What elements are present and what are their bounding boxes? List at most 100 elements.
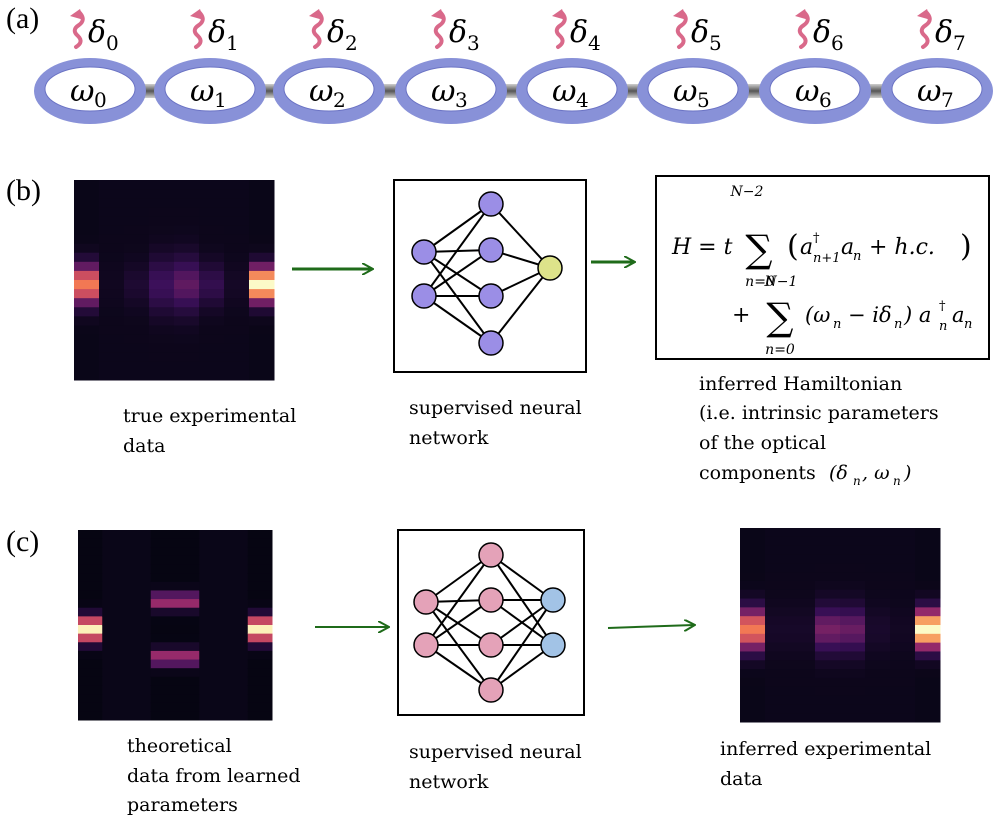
delta-sub-5: 5 — [709, 31, 722, 55]
caption-b-mid-line2: network — [409, 427, 489, 449]
heatmap-cell — [174, 261, 200, 272]
heatmap-cell — [149, 252, 175, 263]
heatmap-cell — [247, 581, 273, 591]
heatmap-cell — [124, 243, 150, 254]
heatmap-cell — [149, 334, 175, 345]
heatmap-cell — [174, 207, 200, 217]
heatmap-cell — [102, 676, 127, 686]
heatmap-cell — [740, 536, 766, 547]
heatmap-cell — [199, 252, 225, 263]
heatmap-cell — [174, 180, 200, 190]
heatmap-cell — [74, 234, 100, 245]
heatmap-cell — [74, 252, 100, 263]
heatmap-cell — [223, 694, 249, 704]
heatmap-cell — [249, 180, 275, 190]
omega-label-0: ω — [70, 74, 94, 109]
caption-b-mid: supervised neural network — [409, 397, 582, 449]
heatmap-cell — [175, 590, 200, 600]
heatmap-cell — [740, 528, 766, 538]
heatmap-cell — [150, 633, 176, 643]
heatmap-cell — [765, 607, 791, 617]
heatmap-cell — [102, 599, 127, 609]
heatmap-cell — [199, 261, 225, 272]
heatmap-cell — [865, 528, 891, 538]
heatmap-cell — [865, 589, 891, 600]
nn-edge — [423, 251, 492, 344]
heatmap-cell — [99, 261, 125, 272]
heatmap-cell — [740, 580, 766, 591]
heatmap-cell — [78, 616, 103, 626]
heatmap-cell — [126, 538, 152, 548]
heatmap-cell — [840, 713, 866, 723]
heatmap-cell — [174, 252, 200, 263]
nn-node — [537, 255, 563, 281]
eq-sub-n-a2: n — [939, 319, 947, 334]
heatmap-cell — [765, 660, 791, 670]
heatmap-cell — [840, 545, 866, 555]
heatmap-cell — [223, 685, 249, 695]
heatmap-cell — [790, 669, 816, 679]
heatmap-cell — [790, 695, 816, 705]
heatmap-cell — [224, 252, 250, 263]
heatmap-cell — [249, 198, 275, 208]
heatmap-cell — [126, 573, 152, 583]
heatmap-cell — [74, 298, 100, 308]
heatmap-cell — [124, 207, 150, 217]
delta-label-4: δ — [570, 15, 588, 50]
heatmap-cell — [224, 216, 250, 226]
resonator-core — [44, 66, 136, 112]
caption-b-right-line4: components — [699, 462, 816, 484]
eq-minus-idelta: − iδ — [848, 303, 892, 327]
heatmap-cell — [175, 555, 200, 566]
heatmap-cell — [890, 572, 916, 582]
heatmap-cell — [740, 598, 766, 608]
heatmap-cell — [175, 581, 200, 591]
heatmap-cell — [99, 361, 125, 372]
heatmap-cell — [199, 289, 225, 299]
heatmap-cell — [224, 334, 250, 345]
heatmap-cell — [199, 334, 225, 345]
heatmap-cell — [840, 572, 866, 582]
heatmap-cell — [840, 651, 866, 661]
heatmap-cell — [199, 325, 225, 336]
heatmap-cell — [149, 207, 175, 217]
heatmap-cell — [915, 686, 941, 697]
omega-label-4: ω — [552, 74, 576, 109]
heatmap-cell — [175, 676, 200, 686]
heatmap-cell — [840, 580, 866, 591]
heatmap-cell — [790, 660, 816, 670]
caption-b-left: true experimental data — [123, 405, 296, 457]
heatmap-cell — [790, 677, 816, 688]
heatmap-cell — [840, 633, 866, 644]
heatmap-cell — [224, 352, 250, 363]
omega-sub-7: 7 — [941, 88, 954, 112]
heatmap-cell — [865, 572, 891, 582]
heatmap-cell — [126, 702, 152, 712]
caption-b-right-line3: of the optical — [699, 432, 826, 454]
heatmap-cell — [890, 554, 916, 564]
heatmap-cell — [102, 633, 127, 643]
heatmap-cell — [149, 316, 175, 326]
heatmap-cell — [102, 616, 127, 626]
heatmap-cell — [915, 607, 941, 617]
heatmap-cell — [249, 216, 275, 226]
heatmap-cell — [150, 676, 176, 686]
heatmap-cell — [124, 225, 150, 236]
heatmap-cell — [815, 554, 841, 564]
heatmap-cell — [149, 243, 175, 254]
panel-label-b: (b) — [6, 174, 41, 207]
eq-sub-n-omega: n — [833, 317, 841, 332]
omega-label-2: ω — [309, 74, 333, 109]
heatmap-cell — [223, 581, 249, 591]
nn-edge — [490, 554, 554, 601]
heatmap-cell — [99, 243, 125, 254]
heatmap-cell — [199, 180, 225, 190]
heatmap-cell — [740, 686, 766, 697]
heatmap-cell — [224, 225, 250, 236]
heatmap-cell — [199, 189, 225, 199]
omega-label-6: ω — [795, 74, 819, 109]
heatmap-cell — [199, 352, 225, 363]
